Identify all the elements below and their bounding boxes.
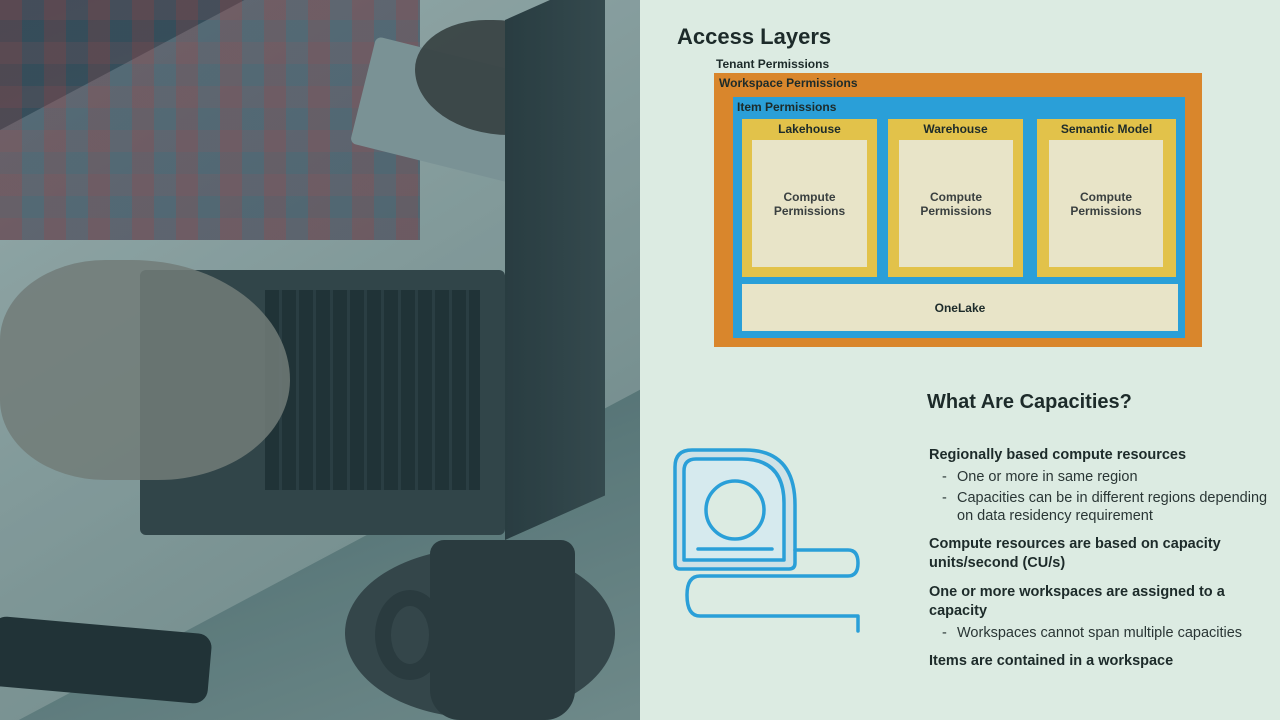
compute-permissions-text: Compute Permissions — [1070, 189, 1142, 218]
lakehouse-box: Lakehouse Compute Permissions — [742, 119, 877, 277]
bullet-sub: Capacities can be in different regions d… — [929, 489, 1269, 525]
semantic-model-box: Semantic Model Compute Permissions — [1037, 119, 1176, 277]
compute-permissions-text: Compute Permissions — [773, 189, 846, 218]
semantic-model-compute-permissions: Compute Permissions — [1049, 140, 1163, 267]
bullet-sub: One or more in same region — [929, 468, 1269, 486]
background-photo — [0, 0, 640, 720]
onelake-label: OneLake — [934, 300, 986, 315]
lakehouse-label: Lakehouse — [778, 122, 841, 136]
typing-hand-left — [0, 260, 290, 480]
item-permissions-label: Item Permissions — [737, 100, 837, 114]
bullet-main: Compute resources are based on capacity … — [929, 536, 1221, 571]
warehouse-box: Warehouse Compute Permissions — [888, 119, 1023, 277]
access-layers-title: Access Layers — [677, 24, 832, 49]
lakehouse-compute-permissions: Compute Permissions — [752, 140, 867, 267]
capacity-icon — [673, 448, 860, 633]
bullet-sub: Workspaces cannot span multiple capaciti… — [929, 624, 1269, 642]
coffee-mug — [430, 540, 575, 720]
capacities-title: What Are Capacities? — [927, 391, 1132, 413]
laptop-keyboard — [265, 290, 480, 490]
tenant-permissions-label: Tenant Permissions — [716, 57, 830, 71]
onelake-box: OneLake — [742, 284, 1178, 331]
semantic-model-label: Semantic Model — [1060, 122, 1153, 136]
compute-permissions-text: Compute Permissions — [920, 189, 992, 218]
workspace-permissions-label: Workspace Permissions — [719, 76, 858, 90]
bullet-main: Regionally based compute resources — [929, 447, 1187, 463]
plaid-shirt — [0, 0, 420, 240]
bullet-main: One or more workspaces are assigned to a… — [929, 584, 1225, 619]
bullet-main: Items are contained in a workspace — [929, 653, 1174, 669]
photo-tint — [0, 0, 640, 720]
capacities-bullets: Regionally based compute resourcesOne or… — [929, 446, 1269, 671]
warehouse-compute-permissions: Compute Permissions — [899, 140, 1013, 267]
warehouse-label: Warehouse — [923, 122, 988, 136]
